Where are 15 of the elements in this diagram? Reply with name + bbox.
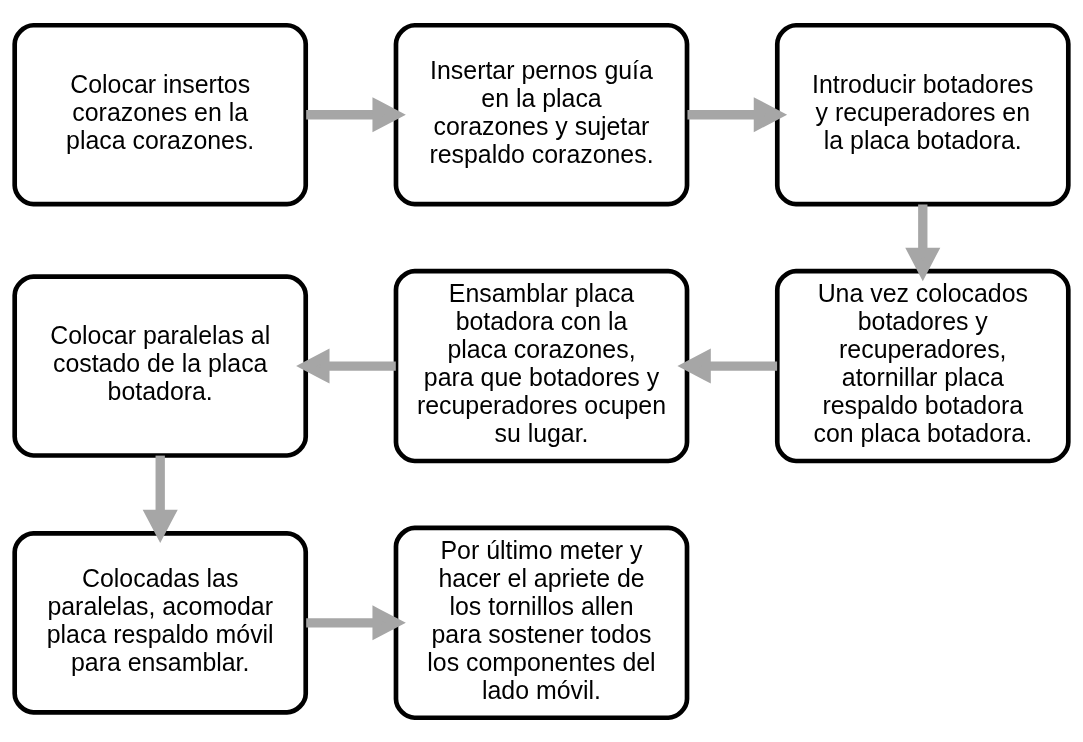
arrow — [687, 96, 788, 132]
arrow — [306, 604, 406, 640]
arrow — [905, 204, 941, 281]
arrow — [142, 455, 178, 543]
node-box: Colocar insertos corazones en la placa corazones. — [12, 22, 309, 207]
node-box: Por último meter y hacer el apriete de los tornillos allen para sostener todos los componentes del lado móvil. — [393, 525, 690, 720]
arrow — [296, 348, 396, 384]
node-box: Una vez colocados botadores y recuperadores, atornillar placa respaldo botadora con placa botadora. — [774, 268, 1071, 463]
arrow — [677, 348, 778, 384]
node-box: Ensamblar placa botadora con la placa corazones, para que botadores y recuperadores ocupen su lugar. — [393, 268, 690, 463]
node-box: Insertar pernos guía en la placa corazones y sujetar respaldo corazones. — [393, 22, 690, 207]
arrow — [306, 96, 406, 132]
node-box: Colocar paralelas al costado de la placa botadora. — [12, 273, 309, 458]
node-box: Colocadas las paralelas, acomodar placa respaldo móvil para ensamblar. — [12, 530, 309, 715]
node-box: Introducir botadores y recuperadores en la placa botadora. — [774, 22, 1071, 207]
